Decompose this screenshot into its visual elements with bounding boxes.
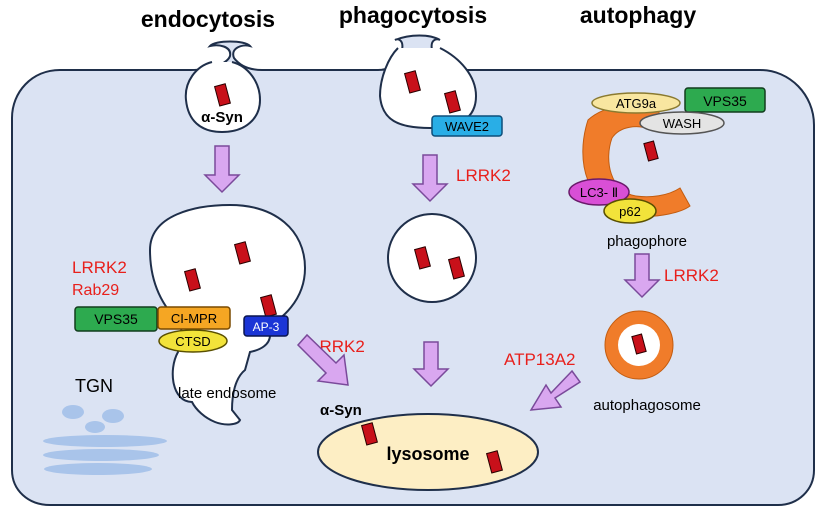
asyn-particle [443, 90, 461, 114]
title-autophagy: autophagy [580, 2, 696, 28]
p62-label: p62 [619, 204, 641, 219]
asyn-particle [233, 241, 251, 265]
wave2-box [431, 115, 503, 137]
arrow-endosome-to-lysosome [296, 333, 349, 386]
wave2-label: WAVE2 [445, 119, 489, 134]
autophagosome-label: autophagosome [593, 397, 701, 414]
phagosome [387, 213, 477, 303]
asyn-label-bottom: α-Syn [320, 402, 362, 419]
asyn-particle [631, 333, 647, 355]
arrow-autophagosome-to-lysosome [529, 369, 582, 411]
arrow-endocytosis-down [203, 145, 241, 194]
vps35-endo-label: VPS35 [94, 311, 138, 327]
asyn-particle [403, 70, 421, 94]
asyn-label-top: α-Syn [201, 109, 243, 126]
tgn-label: TGN [75, 376, 113, 396]
lysosome-label: lysosome [386, 444, 469, 464]
asyn-particle [360, 422, 378, 446]
vps35-endo-box [74, 306, 158, 332]
late-endosome-label: late endosome [178, 385, 276, 402]
arrow-phagocytosis-down [411, 154, 449, 203]
asyn-particle [213, 83, 231, 107]
asyn-particle [183, 268, 201, 292]
wash-ellipse [639, 111, 725, 135]
p62-ellipse [603, 198, 657, 224]
ap3-box [243, 315, 289, 337]
lc3-label: LC3- Ⅱ [580, 185, 618, 200]
arrow-phagosome-to-lysosome [412, 341, 450, 388]
tgn-stacks [43, 405, 167, 475]
asyn-particle [447, 256, 465, 280]
atp13a2-label: ATP13A2 [504, 350, 576, 369]
lrrk2-phago-label: LRRK2 [456, 166, 511, 185]
cimpr-label: CI-MPR [171, 311, 217, 326]
lrrk2-auto-label: LRRK2 [664, 266, 719, 285]
arrow-phagophore-down [623, 253, 661, 299]
phagophore-label: phagophore [607, 233, 687, 250]
asyn-particle [643, 140, 659, 162]
lc3-ellipse [568, 178, 630, 206]
rab29-label: Rab29 [72, 282, 119, 299]
title-phagocytosis: phagocytosis [339, 2, 487, 28]
asyn-particle [485, 450, 503, 474]
atg9a-ellipse [591, 92, 681, 114]
title-endocytosis: endocytosis [141, 6, 275, 32]
wash-label: WASH [663, 116, 702, 131]
asyn-particle [413, 246, 431, 270]
lrrk2-endo-label: LRRK2 [72, 258, 127, 277]
vps35-auto-box [684, 87, 766, 113]
ap3-label: AP-3 [253, 320, 280, 334]
ctsd-label: CTSD [175, 334, 210, 349]
cimpr-box [157, 306, 231, 330]
vps35-auto-label: VPS35 [703, 93, 747, 109]
ctsd-ellipse [158, 329, 228, 353]
atg9a-label: ATG9a [616, 96, 657, 111]
